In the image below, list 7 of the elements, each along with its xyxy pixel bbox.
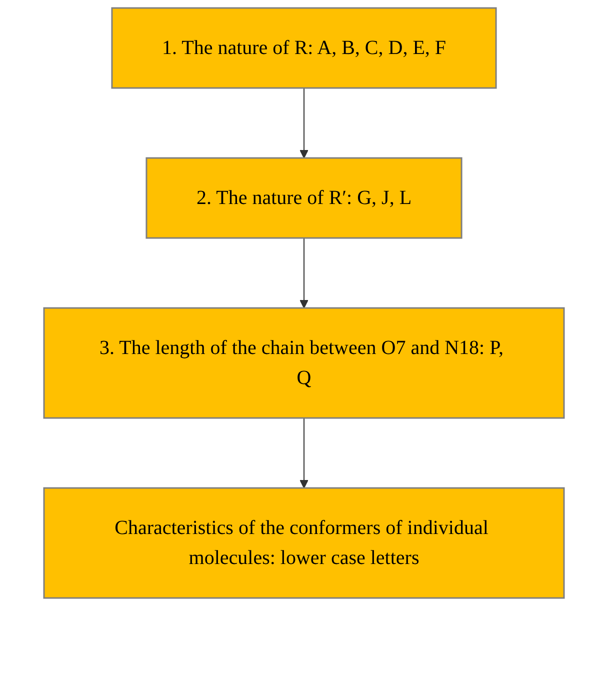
node-box: 2. The nature of R′: G, J, L [146,157,462,239]
arrow [300,88,308,158]
arrow [300,418,308,488]
node-box: 1. The nature of R: A, B, C, D, E, F [111,7,497,89]
node-box: Characteristics of the conformers of individual molecules: lower case letters [43,487,565,599]
node-box: 3. The length of the chain between O7 and N18: P, Q [43,307,565,419]
arrow [300,238,308,308]
